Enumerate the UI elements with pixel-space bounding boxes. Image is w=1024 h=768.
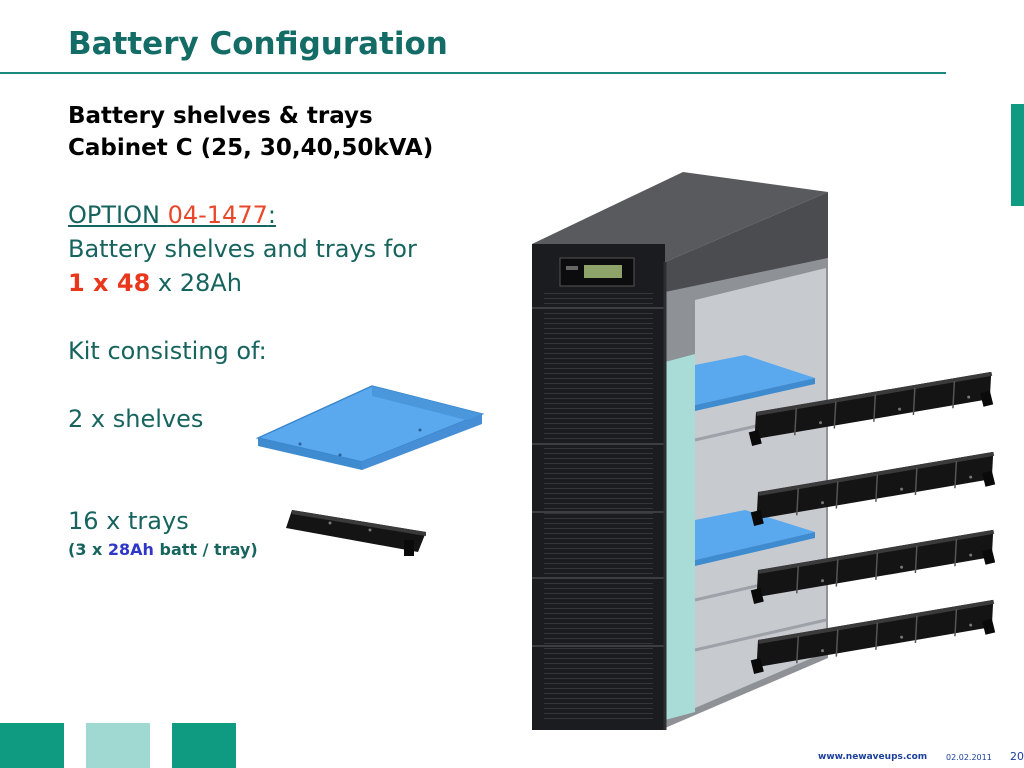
subtitle: Battery shelves & trays Cabinet C (25, 3…	[68, 100, 433, 164]
kit-label: Kit consisting of:	[68, 337, 267, 365]
option-code: 04-1477	[167, 201, 268, 229]
trays-count: 16 x trays	[68, 507, 189, 535]
ups-cabinet-illustration	[532, 172, 828, 730]
quantity-rest: x 28Ah	[150, 269, 242, 297]
shelf-illustration	[255, 385, 485, 470]
tray-illustration	[286, 510, 426, 556]
option-colon: :	[267, 201, 276, 229]
footer-date: 02.02.2011	[946, 753, 992, 762]
footer-square-1	[0, 723, 64, 768]
note-ah: 28Ah	[107, 540, 154, 559]
subtitle-line-2: Cabinet C (25, 30,40,50kVA)	[68, 135, 434, 161]
page-number: 20	[1010, 750, 1024, 763]
option-label: OPTION	[68, 201, 168, 229]
slide-title: Battery Configuration	[68, 26, 448, 62]
shelves-count: 2 x shelves	[68, 405, 204, 433]
option-line: OPTION 04-1477:	[68, 198, 276, 232]
note-prefix: (3 x	[68, 540, 108, 559]
footer-square-3	[172, 723, 236, 768]
footer-square-2	[86, 723, 150, 768]
quantity-bold: 1 x 48	[68, 269, 151, 297]
footer-website-link[interactable]: www.newaveups.com	[818, 752, 928, 762]
tray-note: (3 x 28Ah batt / tray)	[68, 540, 284, 559]
subtitle-line-1: Battery shelves & trays	[68, 103, 373, 129]
right-accent-bar	[1011, 104, 1024, 206]
note-suffix: batt / tray)	[153, 540, 258, 559]
description-line: Battery shelves and trays for	[68, 235, 417, 263]
title-divider	[0, 72, 946, 74]
quantity-line: 1 x 48 x 28Ah	[68, 266, 242, 300]
